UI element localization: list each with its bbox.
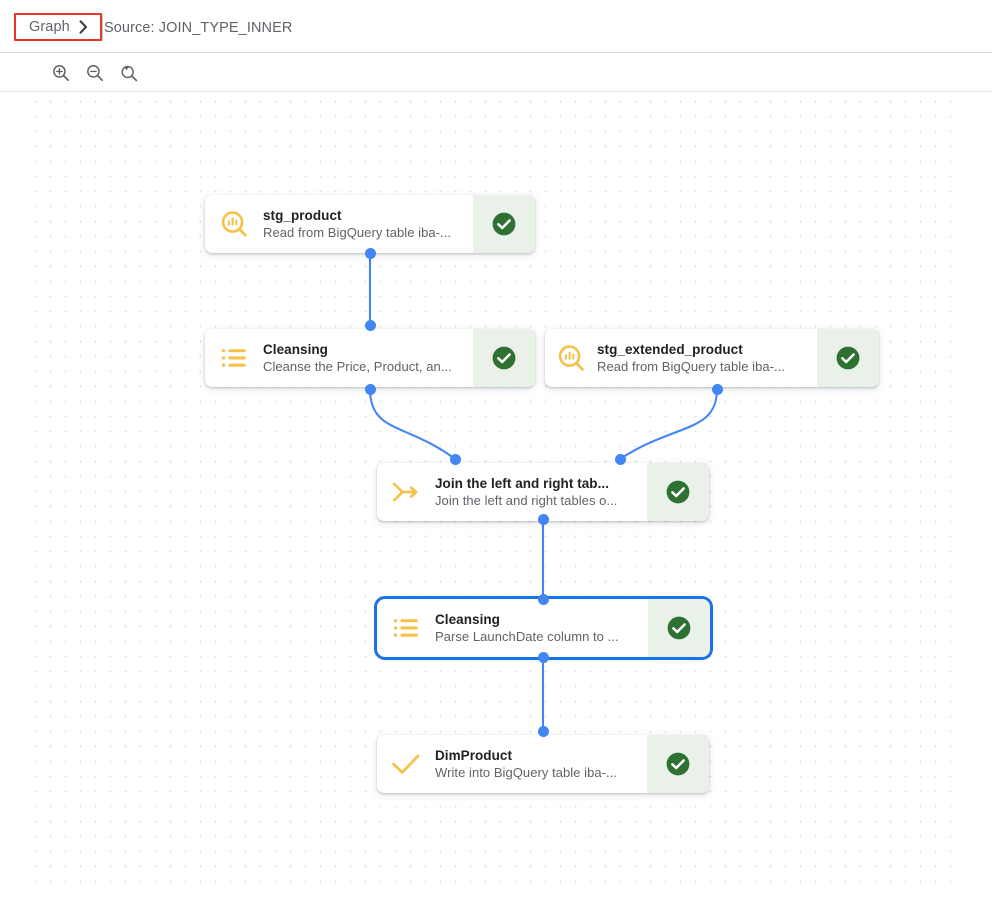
bigquery-source-icon <box>545 329 597 387</box>
zoom-in-icon <box>53 65 70 82</box>
success-check-icon <box>836 346 860 370</box>
zoom-out-button[interactable] <box>82 60 108 86</box>
graph-toolbar <box>0 53 992 140</box>
node-stg-product[interactable]: stg_product Read from BigQuery table iba… <box>205 195 535 253</box>
node-dim-product[interactable]: DimProduct Write into BigQuery table iba… <box>377 735 709 793</box>
port-in-dim-product[interactable] <box>538 726 549 737</box>
node-stg-extended-product[interactable]: stg_extended_product Read from BigQuery … <box>545 329 879 387</box>
node-text: Cleansing Parse LaunchDate column to ... <box>435 599 648 657</box>
status-badge <box>473 195 535 253</box>
node-text: stg_product Read from BigQuery table iba… <box>263 195 473 253</box>
node-text: Join the left and right tab... Join the … <box>435 463 647 521</box>
node-title: stg_product <box>263 208 342 223</box>
node-title: Cleansing <box>263 342 328 357</box>
node-text: Cleansing Cleanse the Price, Product, an… <box>263 329 473 387</box>
node-title: Join the left and right tab... <box>435 476 610 491</box>
zoom-reset-button[interactable] <box>116 60 142 86</box>
status-badge <box>647 463 709 521</box>
port-in-join-left[interactable] <box>450 454 461 465</box>
join-merge-icon <box>377 463 435 521</box>
status-badge <box>817 329 879 387</box>
success-check-icon <box>666 752 690 776</box>
success-check-icon <box>666 480 690 504</box>
node-subtitle: Join the left and right tables o... <box>435 493 618 508</box>
node-title: Cleansing <box>435 612 500 627</box>
bigquery-source-icon <box>205 195 263 253</box>
success-check-icon <box>492 212 516 236</box>
list-transform-icon <box>377 599 435 657</box>
node-cleansing-2[interactable]: Cleansing Parse LaunchDate column to ... <box>377 599 710 657</box>
success-check-icon <box>667 616 691 640</box>
chevron-right-icon <box>79 20 88 34</box>
source-label: Source: JOIN_TYPE_INNER <box>104 20 293 36</box>
node-text: DimProduct Write into BigQuery table iba… <box>435 735 647 793</box>
zoom-in-button[interactable] <box>48 60 74 86</box>
port-out-cleansing-1[interactable] <box>365 384 376 395</box>
node-subtitle: Write into BigQuery table iba-... <box>435 765 618 780</box>
graph-canvas[interactable]: stg_product Read from BigQuery table iba… <box>27 93 955 891</box>
status-badge <box>648 599 710 657</box>
node-subtitle: Cleanse the Price, Product, an... <box>263 359 452 374</box>
node-subtitle: Read from BigQuery table iba-... <box>263 225 452 240</box>
status-badge <box>473 329 535 387</box>
breadcrumb-label: Graph <box>29 19 70 35</box>
node-text: stg_extended_product Read from BigQuery … <box>597 329 817 387</box>
port-out-join[interactable] <box>538 514 549 525</box>
port-in-cleansing-1[interactable] <box>365 320 376 331</box>
zoom-reset-icon <box>121 65 138 82</box>
node-subtitle: Parse LaunchDate column to ... <box>435 629 619 644</box>
port-out-cleansing-2[interactable] <box>538 652 549 663</box>
success-check-icon <box>492 346 516 370</box>
port-out-stg-extended-product[interactable] <box>712 384 723 395</box>
node-title: DimProduct <box>435 748 513 763</box>
list-transform-icon <box>205 329 263 387</box>
header-bar: Graph Source: JOIN_TYPE_INNER <box>0 0 992 53</box>
port-in-join-right[interactable] <box>615 454 626 465</box>
node-subtitle: Read from BigQuery table iba-... <box>597 359 786 374</box>
breadcrumb: Graph <box>14 13 103 41</box>
port-out-stg-product[interactable] <box>365 248 376 259</box>
status-badge <box>647 735 709 793</box>
breadcrumb-graph-item[interactable]: Graph <box>14 13 102 41</box>
port-in-cleansing-2[interactable] <box>538 594 549 605</box>
zoom-out-icon <box>87 65 104 82</box>
sink-check-icon <box>377 735 435 793</box>
node-cleansing-1[interactable]: Cleansing Cleanse the Price, Product, an… <box>205 329 535 387</box>
node-title: stg_extended_product <box>597 342 743 357</box>
node-join[interactable]: Join the left and right tab... Join the … <box>377 463 709 521</box>
breadcrumb-divider <box>101 15 103 41</box>
